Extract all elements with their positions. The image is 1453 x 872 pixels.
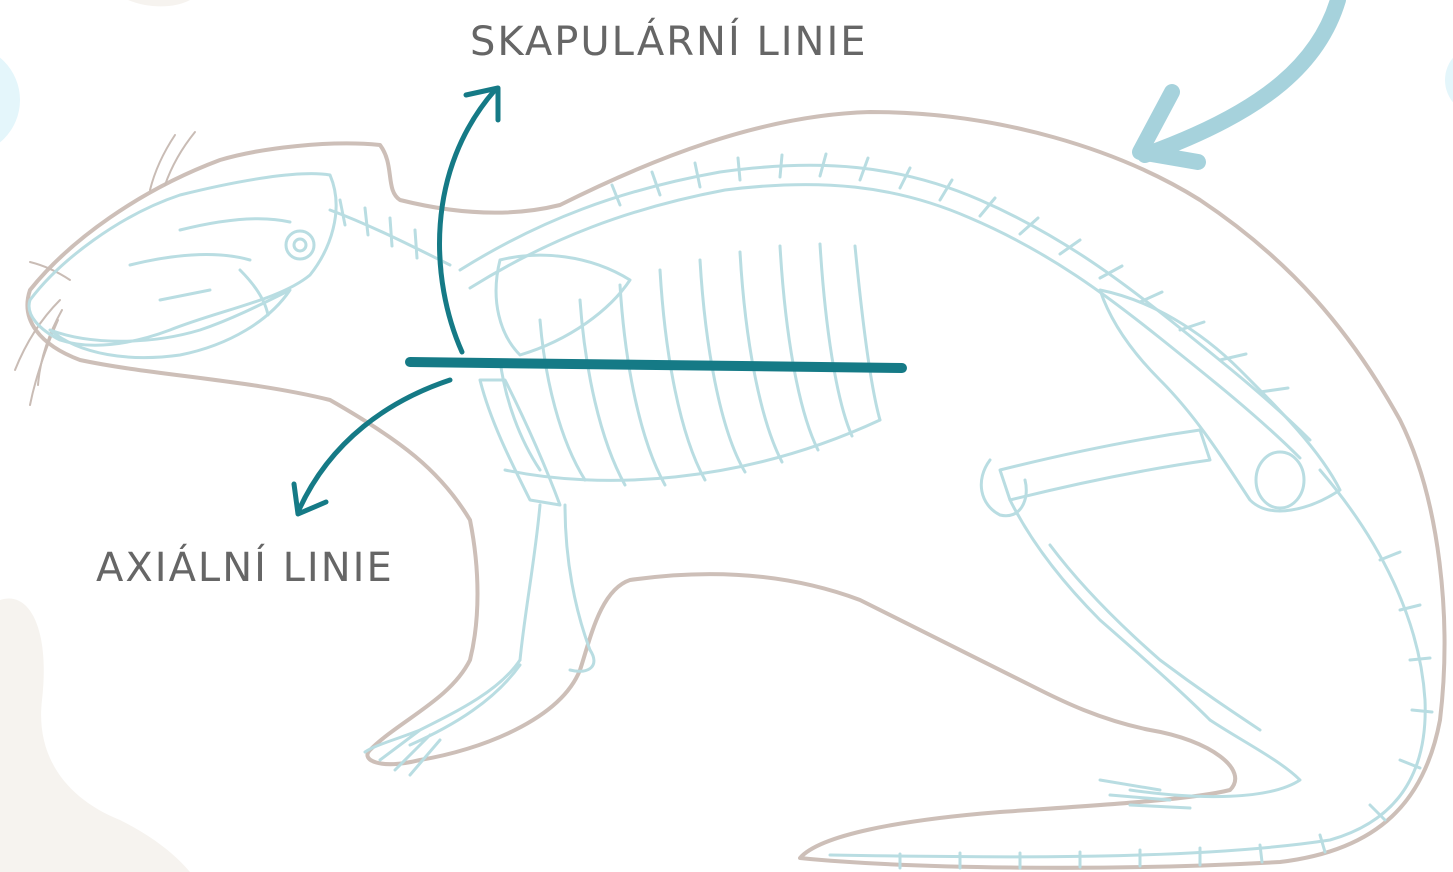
- decor-blob-blue-left: [0, 45, 20, 155]
- front-leg-humerus: [480, 380, 560, 505]
- axial-line-label: AXIÁLNÍ LINIE: [96, 548, 394, 588]
- decor-blob-blue-right: [1445, 45, 1453, 115]
- axial-line: [410, 362, 902, 368]
- decor-curved-arrow: [1140, 0, 1338, 162]
- rat-skeleton: [29, 154, 1432, 868]
- tail-segments: [900, 552, 1432, 868]
- decor-blob-top: [128, 0, 190, 6]
- tail: [830, 470, 1425, 857]
- scapular-line-arrow: [440, 88, 498, 352]
- hip-joint: [1256, 452, 1304, 508]
- cervical-vertebrae: [330, 200, 450, 270]
- spine: [460, 165, 1310, 440]
- front-paw: [365, 650, 594, 775]
- eye-socket: [286, 231, 314, 259]
- skull: [29, 174, 336, 346]
- hind-leg-femur: [1000, 430, 1210, 500]
- rat-body-outline: [27, 112, 1444, 868]
- scapula: [496, 255, 630, 355]
- decor-blob-beige: [0, 598, 190, 872]
- front-leg-forearm: [520, 505, 590, 660]
- axial-line-arrow: [294, 380, 450, 514]
- skull-jaw: [50, 290, 290, 358]
- scapular-line-label: SKAPULÁRNÍ LINIE: [470, 22, 868, 62]
- eye-socket-inner: [294, 239, 306, 251]
